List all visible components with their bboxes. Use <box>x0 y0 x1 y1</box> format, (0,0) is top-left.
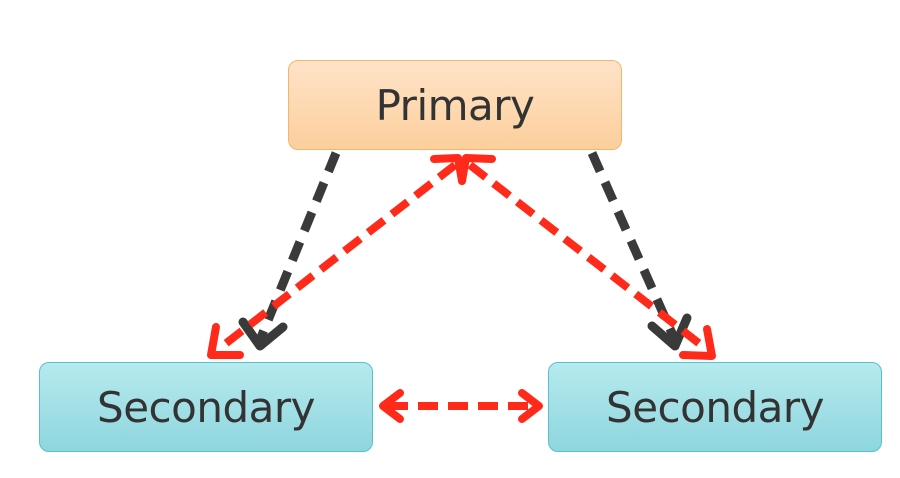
dark-arrow-to-right <box>587 151 692 351</box>
dark-arrow-to-left <box>238 151 341 351</box>
primary-node-label: Primary <box>375 80 535 130</box>
secondary-node-left-label: Secondary <box>97 382 315 432</box>
red-arrow-primary-left <box>207 154 466 359</box>
primary-node: Primary <box>288 60 622 150</box>
red-arrow-primary-right <box>458 154 716 360</box>
red-arrow-left-right <box>379 389 543 423</box>
secondary-node-left: Secondary <box>39 362 373 452</box>
secondary-node-right-label: Secondary <box>606 382 824 432</box>
secondary-node-right: Secondary <box>548 362 882 452</box>
